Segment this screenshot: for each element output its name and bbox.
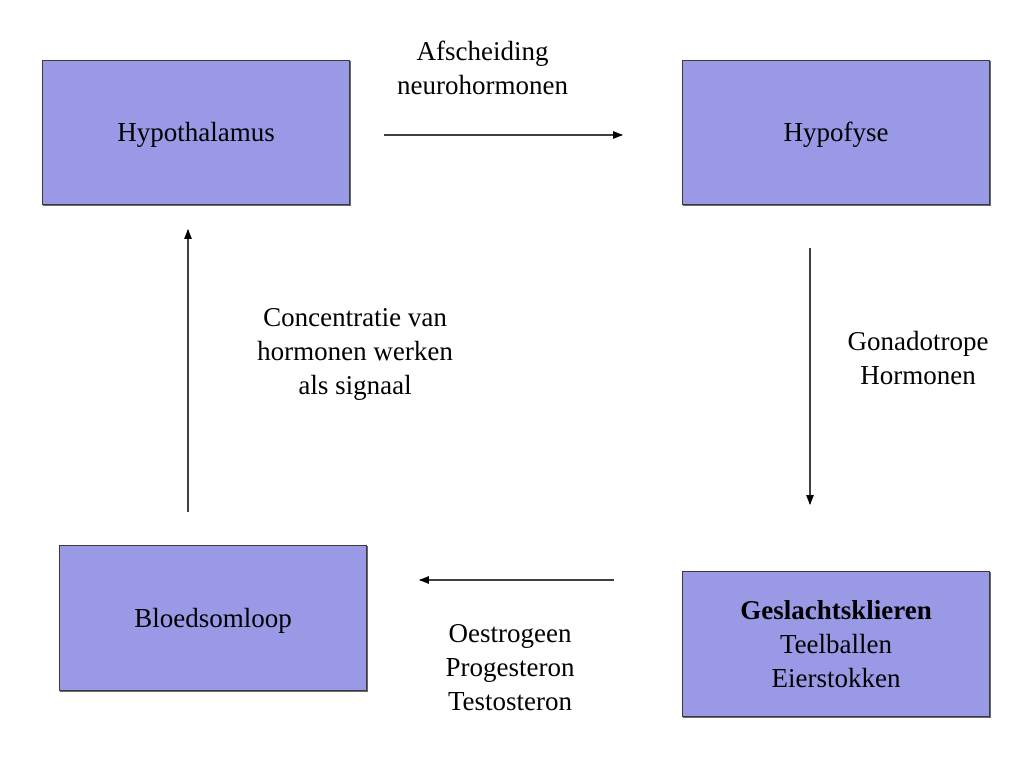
- node-geslachtsklieren-line-2: Eierstokken: [771, 663, 901, 693]
- edge-label-top: Afscheiding neurohormonen: [360, 34, 605, 102]
- edge-label-right: Gonadotrope Hormonen: [818, 324, 1018, 392]
- node-bloedsomloop-label: Bloedsomloop: [134, 602, 292, 633]
- edge-label-bottom-line-1: Oestrogeen: [448, 618, 572, 648]
- node-geslachtsklieren: Geslachtsklieren Teelballen Eierstokken: [682, 571, 990, 717]
- edge-label-right-line-2: Hormonen: [860, 360, 976, 391]
- edge-label-bottom-line-3: Testosteron: [447, 686, 573, 717]
- edge-label-left-line-2: hormonen werken: [257, 336, 453, 367]
- edge-label-left-line-1: Concentratie van: [263, 302, 447, 332]
- edge-label-top-line-1: Afscheiding: [416, 36, 549, 66]
- node-bloedsomloop: Bloedsomloop: [59, 545, 367, 691]
- edge-label-left: Concentratie van hormonen werken als sig…: [215, 300, 495, 402]
- edge-label-left-line-3: als signaal: [298, 370, 412, 401]
- edge-label-bottom: Oestrogeen Progesteron Testosteron: [400, 616, 620, 718]
- edge-label-bottom-line-2: Progesteron: [445, 652, 575, 683]
- node-hypothalamus: Hypothalamus: [42, 60, 350, 205]
- node-hypofyse: Hypofyse: [682, 60, 990, 205]
- node-hypothalamus-label: Hypothalamus: [117, 117, 275, 148]
- edge-label-top-line-2: neurohormonen: [397, 70, 568, 101]
- edge-label-right-line-1: Gonadotrope: [847, 326, 989, 356]
- node-geslachtsklieren-title: Geslachtsklieren: [740, 594, 932, 625]
- node-geslachtsklieren-line-1: Teelballen: [779, 628, 893, 659]
- node-hypofyse-label: Hypofyse: [783, 117, 889, 148]
